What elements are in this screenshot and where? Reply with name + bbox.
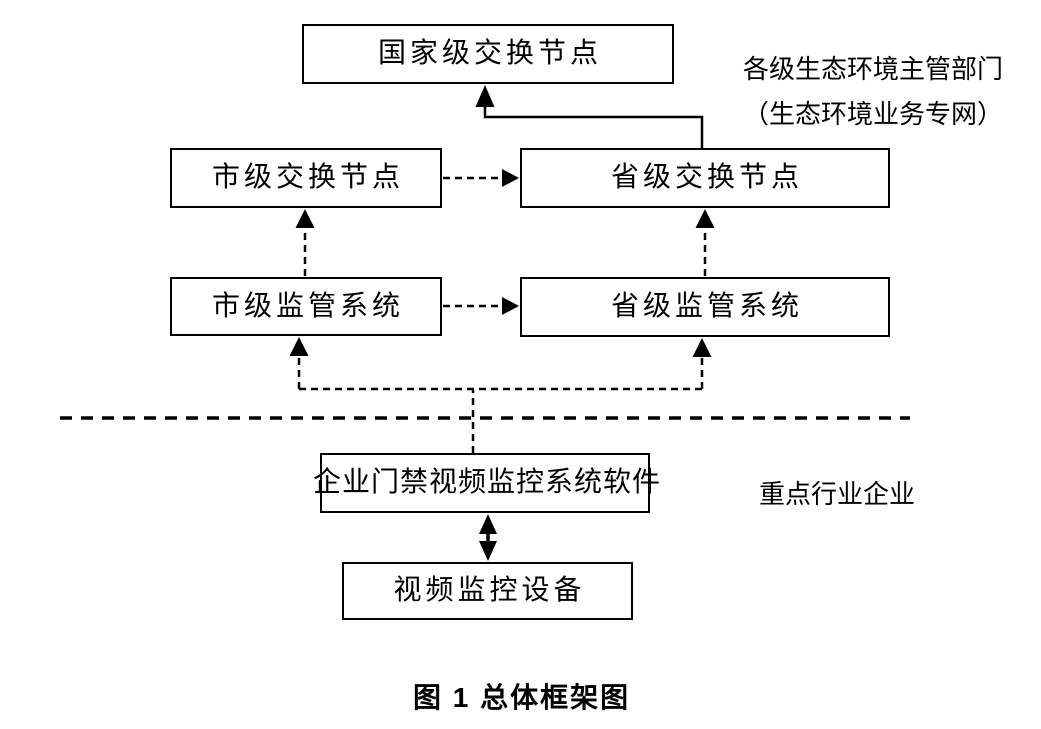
node-city-exchange-label: 市级交换节点 (211, 162, 404, 193)
arrowhead-up-province-supervision (692, 338, 712, 357)
annotation-gov-network: 各级生态环境主管部门 （生态环境业务专网） (740, 47, 1006, 137)
annotation-gov-network-line1: 各级生态环境主管部门 (742, 55, 1003, 84)
node-video-device-label: 视频监控设备 (393, 575, 586, 606)
arrowhead-up-city-exchange (295, 209, 315, 228)
arrowhead-right-supervision (502, 297, 519, 315)
arrowhead-up-province-exchange (695, 209, 715, 228)
node-city-supervision-label: 市级监管系统 (211, 290, 404, 322)
node-city-supervision: 市级监管系统 (170, 277, 442, 336)
node-national-exchange-label: 国家级交换节点 (377, 38, 602, 69)
node-video-device: 视频监控设备 (342, 562, 633, 620)
arrowhead-up-software (479, 514, 497, 534)
node-enterprise-software-label: 企业门禁视频监控系统软件 (313, 467, 662, 498)
arrowhead-up-city-supervision (289, 337, 309, 356)
arrow-province-to-national (483, 105, 704, 148)
node-province-supervision: 省级监管系统 (520, 277, 890, 337)
node-province-exchange-label: 省级交换节点 (610, 162, 803, 193)
node-province-exchange: 省级交换节点 (520, 148, 890, 208)
node-province-supervision-label: 省级监管系统 (610, 291, 803, 322)
arrowhead-down-device (479, 541, 497, 561)
arrowhead-up-national (475, 85, 495, 107)
node-enterprise-software: 企业门禁视频监控系统软件 (313, 453, 660, 513)
node-city-exchange: 市级交换节点 (170, 148, 442, 208)
figure-caption: 图 1 总体框架图 (413, 682, 631, 713)
annotation-gov-network-line2: （生态环境业务专网） (742, 100, 1003, 129)
node-national-exchange: 国家级交换节点 (302, 24, 674, 84)
arrowhead-right-exchange (502, 169, 519, 187)
annotation-enterprise-zone: 重点行业企业 (759, 480, 916, 509)
